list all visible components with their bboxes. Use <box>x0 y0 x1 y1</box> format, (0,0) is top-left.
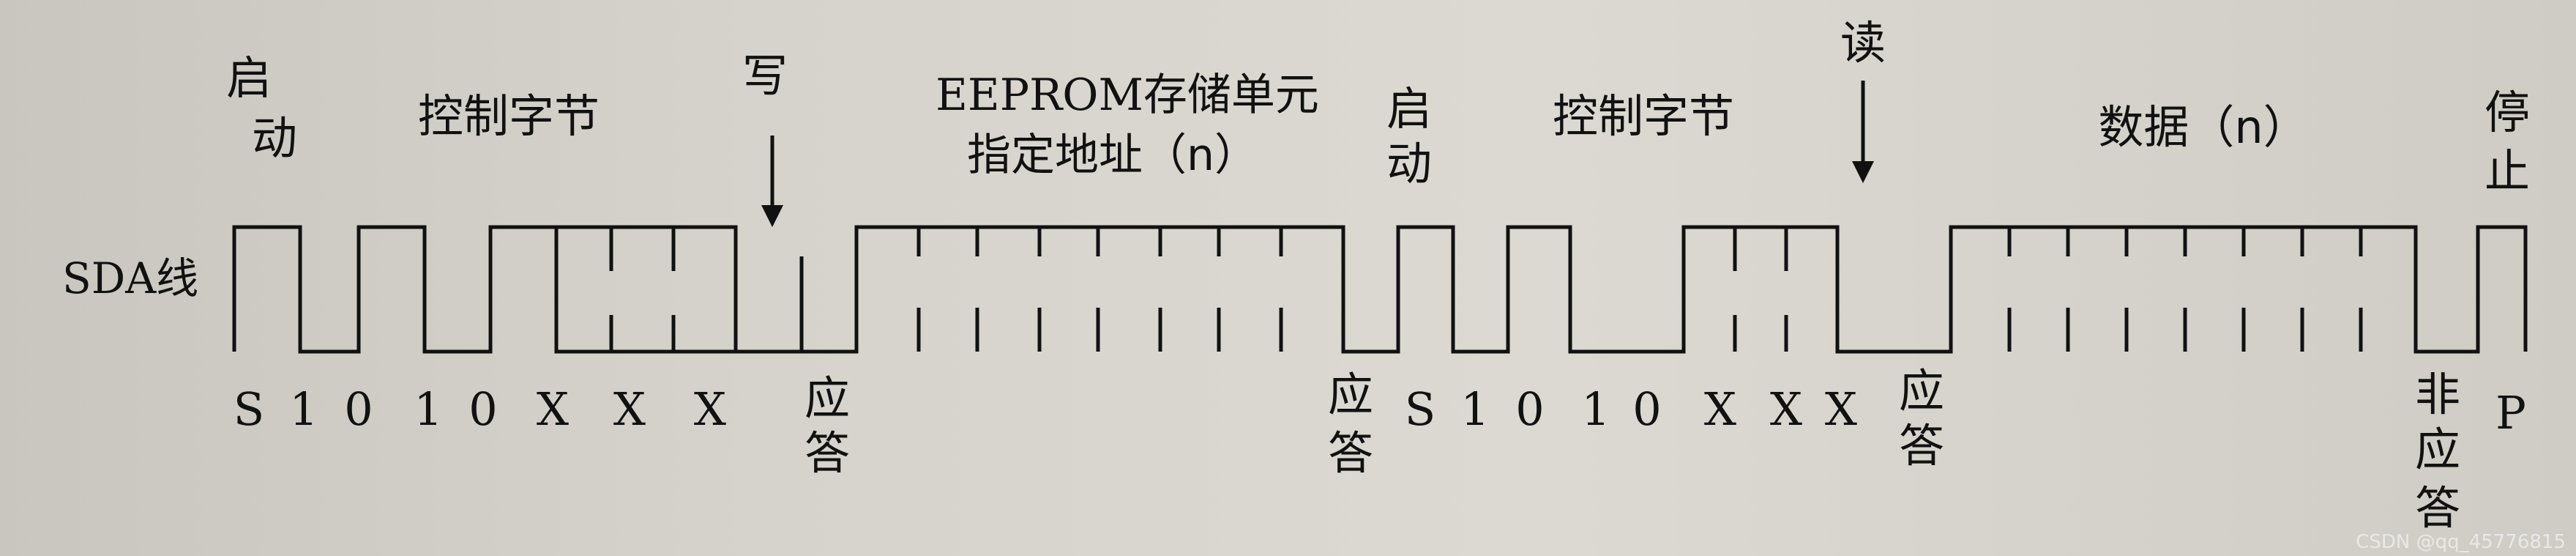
start-label-1a: 启 <box>226 51 272 105</box>
sda-line-label: SDA线 <box>62 253 198 303</box>
control-byte-label-1: 控制字节 <box>418 89 600 143</box>
eeprom-label-2: 指定地址（n） <box>967 130 1258 181</box>
bit-0-4: 0 <box>1632 382 1661 436</box>
ack-2-b: 答 <box>1328 426 1373 480</box>
bit-x-1: X <box>537 382 569 436</box>
bit-1-4: 1 <box>1581 382 1610 436</box>
bit-x-6: X <box>1825 382 1857 436</box>
bit-s-1: S <box>234 382 264 436</box>
nack-a: 非 <box>2415 368 2460 421</box>
nack-b: 应 <box>2415 423 2460 476</box>
bit-x-2: X <box>613 382 646 436</box>
bit-1-2: 1 <box>414 382 442 436</box>
stop-bit-p: P <box>2495 386 2526 440</box>
eeprom-label-1: EEPROM存储单元 <box>936 70 1319 121</box>
start-label-2b: 动 <box>1386 137 1432 190</box>
bit-dividers <box>609 227 2363 352</box>
write-label: 写 <box>742 49 788 103</box>
ack-2-a: 应 <box>1328 368 1373 421</box>
nack-c: 答 <box>2415 481 2460 535</box>
write-arrow <box>761 136 783 227</box>
control-byte-label-2: 控制字节 <box>1553 89 1734 143</box>
bit-1-1: 1 <box>289 382 318 436</box>
bit-x-3: X <box>694 382 726 436</box>
watermark: CSDN @qq_45776815 <box>2356 531 2566 553</box>
bit-0-3: 0 <box>1515 382 1544 436</box>
start-label-1b: 动 <box>252 111 297 165</box>
bit-0-2: 0 <box>468 382 497 436</box>
bit-x-4: X <box>1704 382 1736 436</box>
read-arrow <box>1852 81 1874 183</box>
bit-x-5: X <box>1770 382 1802 436</box>
ack-1-a: 应 <box>804 371 850 425</box>
stop-label-b: 止 <box>2484 144 2530 198</box>
read-label: 读 <box>1840 16 1886 70</box>
data-label: 数据（n） <box>2098 100 2308 154</box>
ack-3-a: 应 <box>1899 364 1944 418</box>
ack-1-b: 答 <box>804 426 850 480</box>
ack-3-b: 答 <box>1899 419 1944 472</box>
sda-waveform <box>232 225 2528 354</box>
start-label-2a: 启 <box>1386 82 1432 136</box>
bit-1-3: 1 <box>1460 382 1489 436</box>
stop-label-a: 停 <box>2484 86 2530 139</box>
bit-s-2: S <box>1405 382 1436 436</box>
bit-0-1: 0 <box>344 382 373 436</box>
